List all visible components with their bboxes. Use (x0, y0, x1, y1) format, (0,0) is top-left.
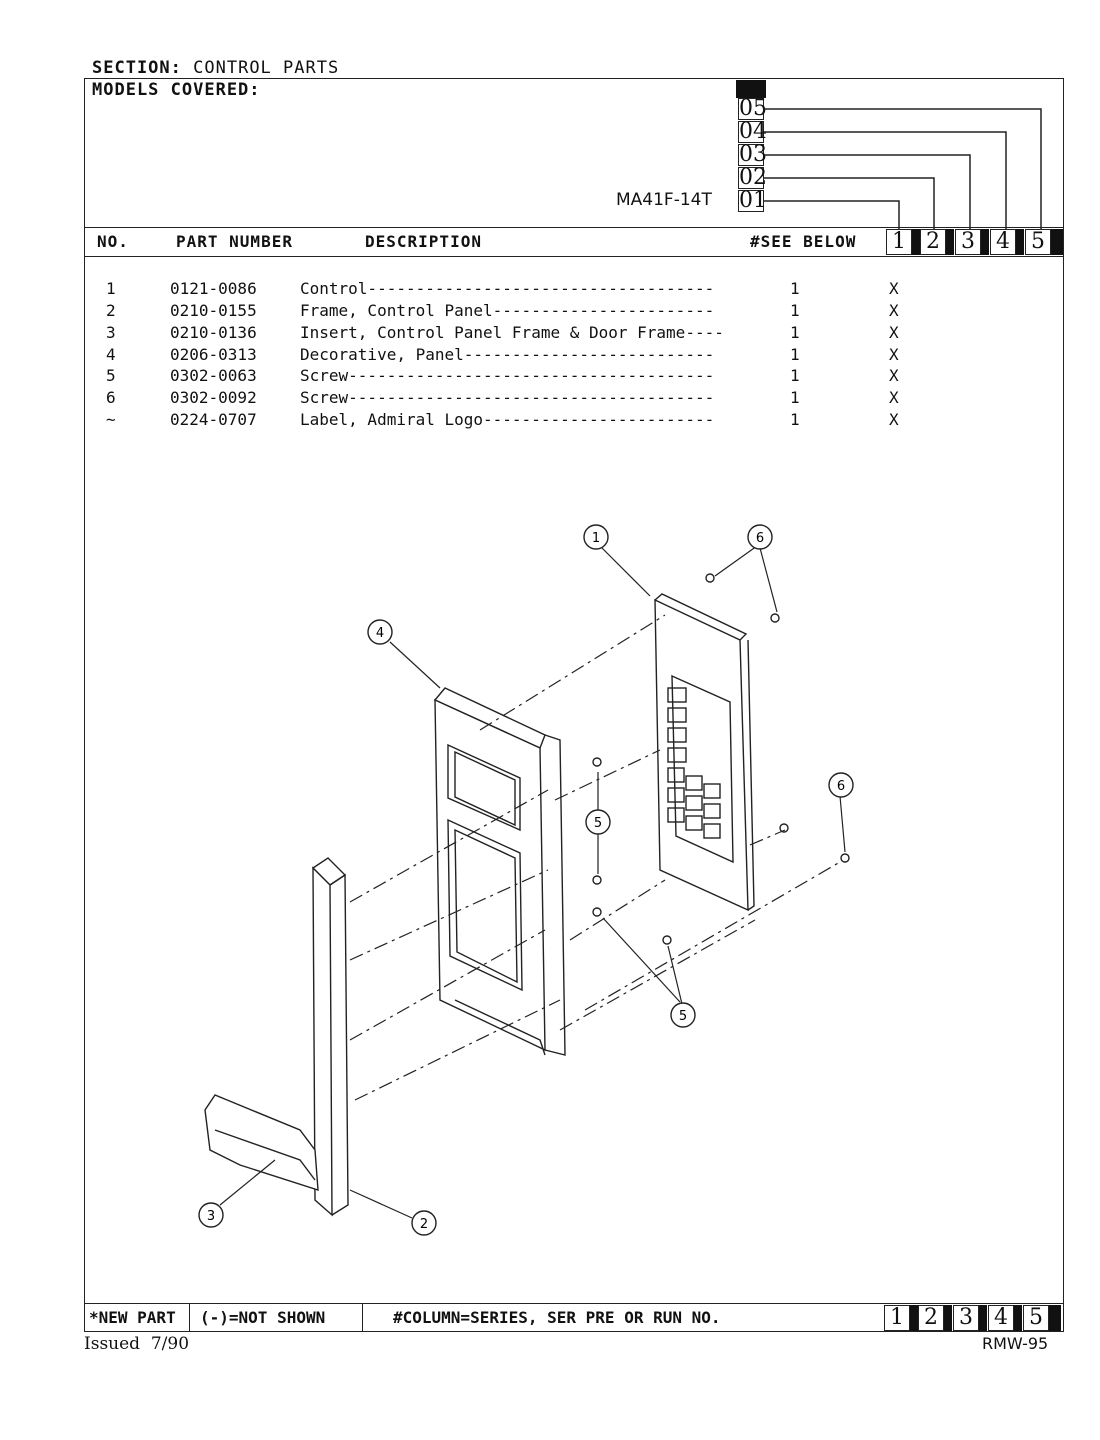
series-connector-lines (764, 108, 1042, 232)
callout-5: 5 (585, 809, 611, 835)
model-number: MA41F-14T (616, 190, 712, 210)
column-see-below: #SEE BELOW (750, 232, 857, 251)
footer-series-4: 4 (988, 1305, 1014, 1331)
series-separator (979, 1305, 987, 1331)
series-separator (946, 229, 954, 255)
series-code-01: 01 (738, 188, 767, 213)
svg-text:3: 3 (207, 1209, 215, 1224)
series-separator (912, 229, 920, 255)
footer-series-3: 3 (953, 1305, 979, 1331)
callout-2: 2 (411, 1210, 437, 1236)
svg-text:6: 6 (756, 531, 764, 546)
column-note: #COLUMN=SERIES, SER PRE OR RUN NO. (393, 1308, 721, 1327)
series-code-02: 02 (738, 165, 767, 190)
not-shown-legend: (-)=NOT SHOWN (200, 1308, 326, 1327)
svg-text:5: 5 (679, 1009, 687, 1024)
svg-text:6: 6 (837, 779, 845, 794)
series-code-05: 05 (738, 96, 767, 121)
callouts: 1 2 3 4 5 5 6 6 (198, 524, 854, 1236)
column-description: DESCRIPTION (365, 232, 482, 251)
series-col-5: 5 (1025, 229, 1051, 255)
callout-5: 5 (670, 1002, 696, 1028)
callout-leaders (219, 545, 846, 1219)
document-code: RMW-95 (982, 1334, 1049, 1353)
callout-4: 4 (367, 619, 393, 645)
footer-divider (362, 1303, 363, 1332)
section-heading: SECTION: CONTROL PARTS (92, 58, 339, 78)
models-covered-label: MODELS COVERED: (92, 80, 261, 100)
svg-text:5: 5 (594, 816, 602, 831)
series-col-1: 1 (886, 229, 912, 255)
series-col-3: 3 (955, 229, 981, 255)
section-label: SECTION: (92, 58, 182, 78)
series-col-2: 2 (920, 229, 946, 255)
series-separator (1051, 229, 1063, 255)
series-stack-cap (736, 80, 766, 98)
assembly-lines (349, 614, 841, 1101)
series-col-4: 4 (990, 229, 1016, 255)
svg-text:4: 4 (376, 626, 384, 641)
callout-3: 3 (198, 1202, 224, 1228)
series-separator (944, 1305, 952, 1331)
callout-1: 1 (583, 524, 609, 550)
new-part-legend: *NEW PART (89, 1308, 176, 1327)
section-value: CONTROL PARTS (193, 58, 340, 78)
keypad-keys (667, 687, 721, 839)
footer-series-5: 5 (1023, 1305, 1049, 1331)
screw-heads (592, 573, 850, 945)
exploded-parts-diagram: 1 2 3 4 5 5 6 6 (198, 524, 854, 1236)
callout-6: 6 (747, 524, 773, 550)
footer-row-top-border (84, 1303, 1064, 1304)
series-separator (910, 1305, 918, 1331)
series-separator (981, 229, 989, 255)
series-code-03: 03 (738, 142, 767, 167)
callout-6: 6 (828, 772, 854, 798)
column-no: NO. (97, 232, 129, 251)
parts-sheet-frame (84, 78, 1064, 1332)
footer-divider (189, 1303, 190, 1332)
issued-date: Issued 7/90 (84, 1334, 190, 1354)
svg-text:2: 2 (420, 1217, 428, 1232)
series-separator (1049, 1305, 1061, 1331)
svg-text:1: 1 (592, 531, 600, 546)
series-code-04: 04 (738, 119, 767, 144)
header-row-top-border (84, 227, 1064, 228)
series-separator (1016, 229, 1024, 255)
column-part-number: PART NUMBER (176, 232, 293, 251)
diagram-linework (204, 573, 850, 1217)
footer-series-2: 2 (918, 1305, 944, 1331)
header-row-bottom-border (84, 256, 1064, 257)
series-separator (1014, 1305, 1022, 1331)
footer-series-1: 1 (884, 1305, 910, 1331)
